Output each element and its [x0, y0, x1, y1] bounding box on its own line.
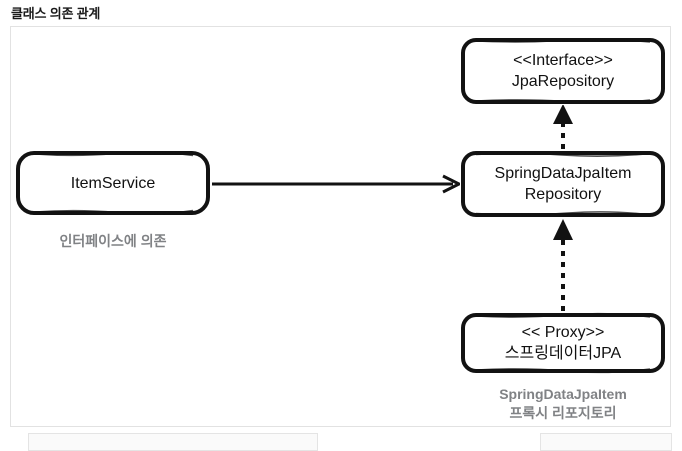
node-proxy[interactable]: << Proxy>> 스프링데이터JPA — [460, 312, 666, 374]
panel-below-right — [540, 433, 672, 451]
node-proxy-line-2: 스프링데이터JPA — [504, 345, 622, 362]
caption-proxy-line-1: SpringDataJpaItem — [499, 386, 627, 402]
caption-item-service-line-1: 인터페이스에 의존 — [59, 233, 167, 249]
node-jpa-repository-line-2: JpaRepository — [511, 73, 615, 90]
node-item-service[interactable]: ItemService — [15, 150, 211, 216]
caption-proxy-line-2: 프록시 리포지토리 — [509, 405, 617, 421]
node-proxy-line-1: << Proxy>> — [521, 324, 605, 341]
node-spring-data-jpa-item-repository-line-2: Repository — [524, 186, 602, 203]
node-jpa-repository[interactable]: <<Interface>> JpaRepository — [460, 37, 666, 105]
caption-item-service: 인터페이스에 의존 — [33, 232, 193, 251]
caption-proxy: SpringDataJpaItem 프록시 리포지토리 — [472, 385, 654, 423]
node-jpa-repository-line-1: <<Interface>> — [513, 52, 613, 69]
page-title: 클래스 의존 관계 — [11, 6, 101, 21]
node-item-service-label: ItemService — [70, 174, 156, 192]
node-spring-data-jpa-item-repository[interactable]: SpringDataJpaItem Repository — [460, 150, 666, 218]
panel-below-left — [28, 433, 318, 451]
slide-root: { "slide": { "title": "클래스 의존 관계" }, "di… — [10, 6, 672, 451]
node-spring-data-jpa-item-repository-line-1: SpringDataJpaItem — [494, 165, 632, 182]
